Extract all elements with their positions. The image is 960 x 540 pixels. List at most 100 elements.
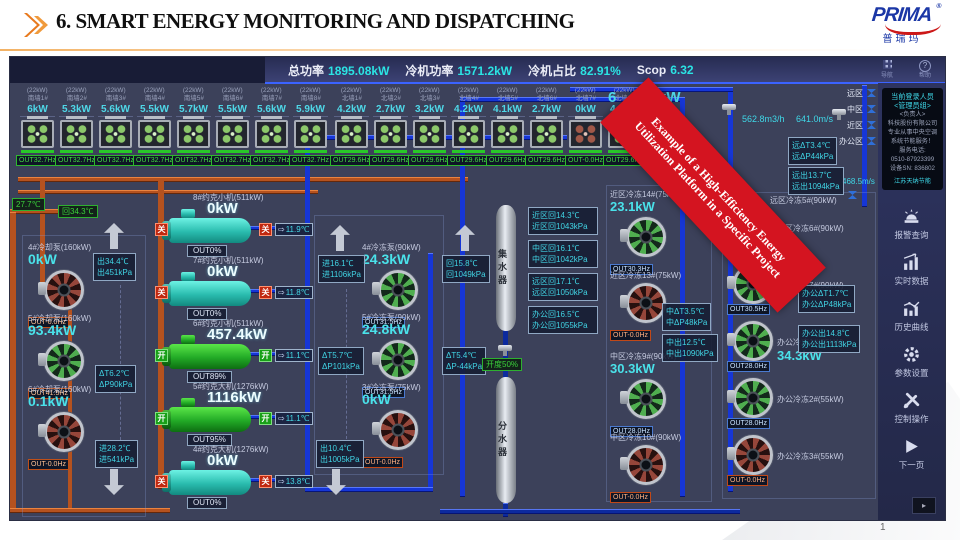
- fan-power: 5.9kW: [292, 103, 329, 117]
- chiller-outlet-valve[interactable]: 关: [259, 223, 272, 236]
- pump-icon[interactable]: [38, 270, 84, 310]
- pump-icon[interactable]: [372, 410, 418, 450]
- pump-icon[interactable]: [620, 445, 666, 485]
- fan-unit[interactable]: (22kW) 南墙3# 5.6kW OUT32.7Hz: [94, 87, 137, 166]
- menu-next-page[interactable]: 下一页: [878, 431, 945, 477]
- chiller-unit[interactable]: 关 4#约克大机(1276kW) 0kW OUT0% 关 13.8℃: [155, 444, 465, 509]
- sidebar-bottom-widget[interactable]: ▸: [912, 497, 936, 514]
- zone-valve-icon[interactable]: [867, 137, 876, 145]
- help-button[interactable]: ?帮助: [918, 60, 931, 79]
- fan-status-bar: [608, 150, 641, 153]
- pump-icon[interactable]: [727, 321, 773, 361]
- pump-icon[interactable]: [620, 217, 666, 257]
- pump-unit[interactable]: 中区冷冻9#(90kW) 30.3kW OUT28.0Hz: [610, 352, 710, 437]
- fan-unit[interactable]: (22kW) 南墙8# 5.9kW OUT32.7Hz: [289, 87, 332, 166]
- mid-dt-pressure: 中ΔP48kPa: [666, 318, 708, 327]
- chiller-inlet-valve[interactable]: 开: [155, 412, 168, 425]
- chiller-power: 1116kW: [207, 389, 262, 406]
- chiller-inlet-valve[interactable]: 关: [155, 475, 168, 488]
- fan-status-bar: [60, 150, 93, 153]
- pump-icon[interactable]: [727, 435, 773, 475]
- fan-unit[interactable]: (22kW) 北墙6# 2.7kW OUT29.6Hz: [525, 87, 568, 166]
- pump-unit[interactable]: 5#冷却泵(160kW) 93.4kW OUT41.5Hz: [28, 314, 138, 399]
- pump-icon[interactable]: [727, 378, 773, 418]
- menu-history-curve[interactable]: 历史曲线: [878, 293, 945, 339]
- fan-unit[interactable]: (22kW) 南墙2# 5.3kW OUT32.7Hz: [55, 87, 98, 166]
- pump-icon[interactable]: [372, 270, 418, 310]
- fan-unit[interactable]: (22kW) 北墙3# 3.2kW OUT29.6Hz: [408, 87, 451, 166]
- fan-capacity: (22kW): [66, 87, 87, 94]
- info-line: 设备SN: 836802: [890, 165, 935, 172]
- fan-capacity: (22kW): [27, 87, 48, 94]
- cw-dt-box: ΔT6.2℃ ΔP90kPa: [95, 365, 137, 393]
- pump-label: 中区冷冻9#(90kW): [610, 352, 677, 361]
- page-number: 1: [880, 522, 886, 533]
- chw-ret-dt-temp: ΔT5.4℃: [446, 351, 477, 360]
- flow-speed-value2: 468.5m/s: [842, 177, 875, 186]
- pump-unit[interactable]: 4#冷冻泵(90kW) 24.3kW OUT31.5Hz: [362, 243, 442, 328]
- chiller-outlet-valve[interactable]: 开: [259, 412, 272, 425]
- fan-unit[interactable]: (22kW) 北墙2# 2.7kW OUT29.6Hz: [369, 87, 412, 166]
- pump-unit[interactable]: 3#冷冻泵(75kW) 0kW OUT-0.0Hz: [362, 383, 442, 468]
- chiller-inlet-valve[interactable]: 关: [155, 223, 168, 236]
- pipe-orange-tag: [10, 209, 72, 214]
- menu-parameter-settings[interactable]: 参数设置: [878, 339, 945, 385]
- menu-control-operation[interactable]: 控制操作: [878, 385, 945, 431]
- fan-icon: [60, 116, 93, 148]
- pump-unit[interactable]: OUT-0.0Hz 办公冷冻3#(55kW): [725, 435, 875, 492]
- fan-unit[interactable]: (22kW) 北墙5# 4.1kW OUT29.6Hz: [486, 87, 529, 166]
- fan-unit[interactable]: (22kW) 北墙7# 0kW OUT-0.0Hz: [565, 87, 607, 166]
- chiller-inlet-valve[interactable]: 开: [155, 349, 168, 362]
- mid-dt-temp: 中ΔT3.5℃: [666, 307, 705, 316]
- pump-icon[interactable]: [38, 341, 84, 381]
- fan-status-bar: [255, 150, 288, 153]
- info-line: 当前登录人员: [891, 92, 934, 101]
- fan-unit[interactable]: (22kW) 南墙1# 6kW OUT32.7Hz: [16, 87, 59, 166]
- fan-unit[interactable]: (22kW) 北墙4# 4.2kW OUT29.6Hz: [447, 87, 490, 166]
- pump-icon[interactable]: [38, 412, 84, 452]
- menu-realtime-data[interactable]: 实时数据: [878, 247, 945, 293]
- zone-valve-icon[interactable]: [867, 105, 876, 113]
- nav-button[interactable]: 导航: [870, 60, 904, 80]
- pump-unit[interactable]: 近区冷冻13#(75kW) OUT-0.0Hz: [610, 271, 710, 352]
- zone-valve-icon[interactable]: [867, 121, 876, 129]
- fan-capacity: (22kW): [575, 87, 596, 94]
- flow-sensor-icon: [722, 104, 736, 115]
- pump-unit[interactable]: 中区冷冻10#(90kW) OUT-0.0Hz: [610, 433, 710, 514]
- chiller-unit[interactable]: 开 5#约克大机(1276kW) 1116kW OUT95% 开 11.1℃: [155, 381, 465, 446]
- fan-unit[interactable]: (22kW) 南墙6# 5.5kW OUT32.7Hz: [211, 87, 254, 166]
- menu-alarm-query[interactable]: 报警查询: [878, 201, 945, 247]
- pump-unit[interactable]: 5#冷冻泵(90kW) 24.8kW OUT31.5Hz: [362, 313, 442, 398]
- pump-unit[interactable]: 近区冷冻14#(75kW) 23.1kW OUT30.3Hz: [610, 190, 710, 275]
- pump-icon[interactable]: [372, 340, 418, 380]
- chiller-unit[interactable]: 关 8#约克小机(511kW) 0kW OUT0% 关 11.9℃: [155, 192, 465, 257]
- far-dt-pressure: 远ΔP44kPa: [792, 152, 834, 161]
- valve-actuator-icon[interactable]: [498, 345, 512, 356]
- chiller-icon: [169, 398, 251, 432]
- fan-capacity: (22kW): [458, 87, 479, 94]
- zone-valve-icon[interactable]: [867, 89, 876, 97]
- fan-unit[interactable]: (22kW) 南墙4# 5.5kW OUT32.7Hz: [133, 87, 176, 166]
- chiller-unit[interactable]: 关 7#约克小机(511kW) 0kW OUT0% 关 11.8℃: [155, 255, 465, 320]
- fan-icon: [177, 116, 210, 148]
- pump-label: 4#冷冻泵(90kW): [362, 243, 421, 252]
- pump-unit[interactable]: 6#冷却泵(160kW) 0.1kW OUT-0.0Hz: [28, 385, 138, 470]
- fan-unit[interactable]: (22kW) 北墙1# 4.2kW OUT29.6Hz: [330, 87, 373, 166]
- fan-unit[interactable]: (22kW) 南墙5# 5.7kW OUT32.7Hz: [172, 87, 215, 166]
- zone-label: 远区: [847, 88, 863, 98]
- chiller-output-percent: OUT89%: [187, 371, 232, 383]
- pump-unit[interactable]: 4#冷却泵(160kW) 0kW OUT-0.0Hz: [28, 243, 138, 328]
- pump-unit[interactable]: OUT28.0Hz 办公冷冻2#(55kW): [725, 378, 875, 435]
- pump-icon[interactable]: [620, 379, 666, 419]
- chiller-outlet-valve[interactable]: 关: [259, 286, 272, 299]
- fan-unit[interactable]: (22kW) 南墙7# 5.6kW OUT32.7Hz: [250, 87, 293, 166]
- fan-status-bar: [216, 150, 249, 153]
- chiller-outlet-valve[interactable]: 开: [259, 349, 272, 362]
- chiller-inlet-valve[interactable]: 关: [155, 286, 168, 299]
- fan-icon: [255, 116, 288, 148]
- chiller-unit[interactable]: 开 6#约克小机(511kW) 457.4kW OUT89% 开 11.1℃: [155, 318, 465, 383]
- chiller-outlet-valve[interactable]: 关: [259, 475, 272, 488]
- pump-icon[interactable]: [620, 283, 666, 323]
